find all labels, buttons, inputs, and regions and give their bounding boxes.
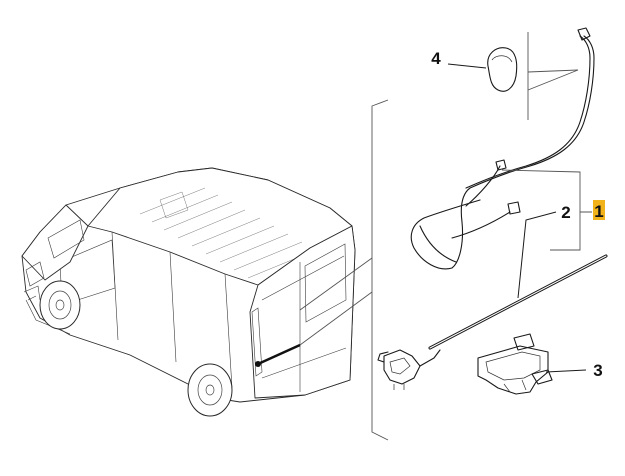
callout-2[interactable]: 2 [561,203,570,222]
rear-wheel [187,363,233,417]
callout-4[interactable]: 4 [431,49,441,68]
front-wheel [39,280,81,330]
callout-1[interactable]: 1 [593,200,605,221]
callout-4-label: 4 [431,49,441,68]
detail-frame-lines [299,99,389,441]
callout-3-label: 3 [593,361,602,380]
leader-lines [447,32,592,373]
callout-1-label: 1 [594,202,603,221]
callout-2-label: 2 [561,203,570,222]
part-2-rod-and-actuator [377,254,608,390]
callout-3[interactable]: 3 [593,361,602,380]
van-illustration [21,167,356,417]
callout-1-highlight [593,200,605,220]
callout-labels: 1 2 3 4 [431,49,605,380]
part-4-cap [487,47,518,92]
part-1-wiring-harness [410,27,595,270]
part-3-bracket [477,333,553,395]
